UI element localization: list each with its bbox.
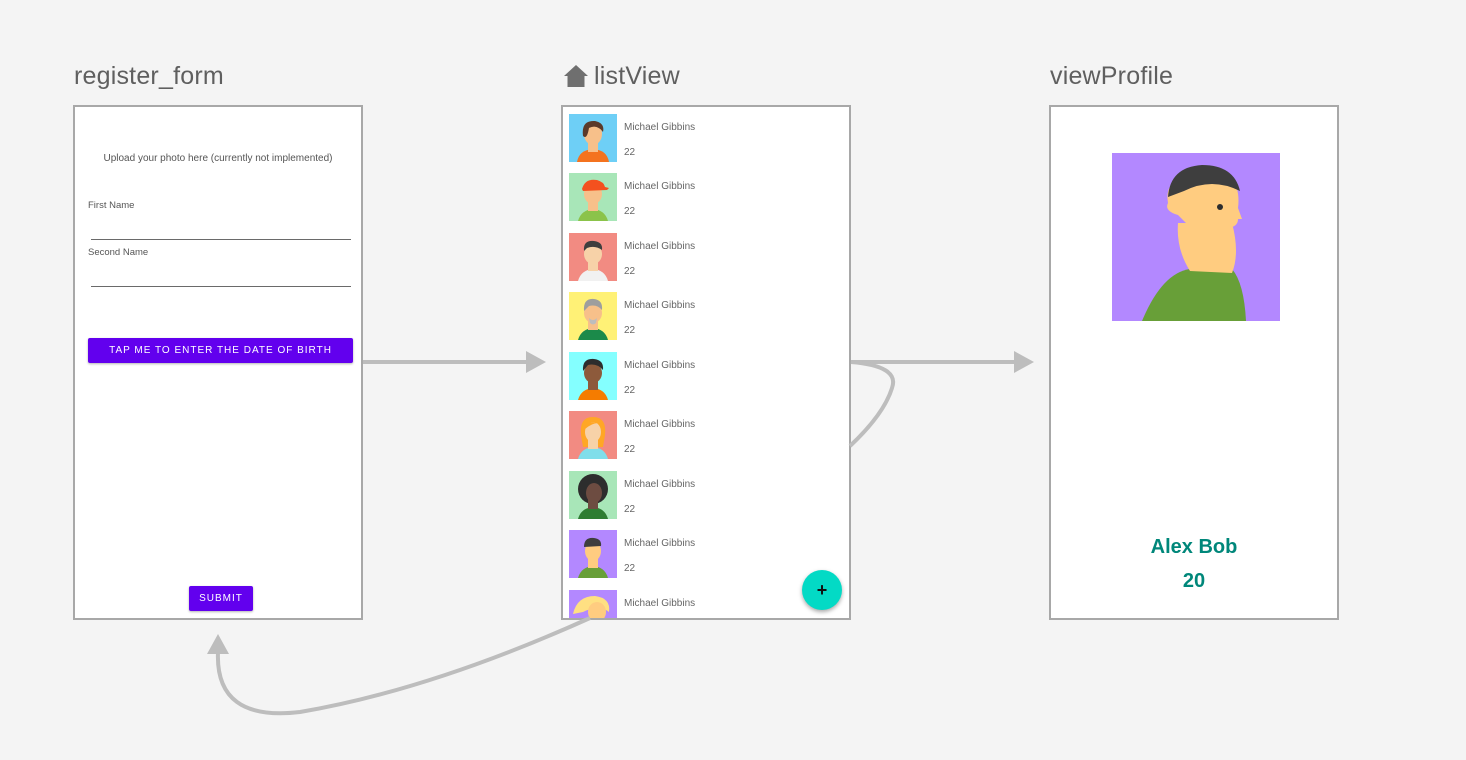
item-age: 22	[624, 266, 636, 277]
second-name-label: Second Name	[88, 247, 149, 258]
view-profile-frame[interactable]: Alex Bob 20	[1049, 105, 1339, 620]
register-form-title: register_form	[74, 62, 224, 90]
first-name-label: First Name	[88, 200, 135, 211]
list-item[interactable]: Michael Gibbins 22	[569, 233, 839, 283]
avatar-red-man-icon	[569, 233, 617, 281]
arrowhead-icon	[1014, 351, 1034, 373]
item-name: Michael Gibbins	[624, 360, 696, 371]
home-icon	[564, 65, 588, 87]
item-name: Michael Gibbins	[624, 122, 696, 133]
item-name: Michael Gibbins	[624, 181, 696, 192]
list-item[interactable]: Michael Gibbins 22	[569, 352, 839, 402]
list-item[interactable]: Michael Gibbins 22	[569, 292, 839, 342]
view-profile-title: viewProfile	[1050, 62, 1174, 90]
arrow-list-self-loop[interactable]	[848, 360, 896, 448]
avatar-green-cap-man-icon	[569, 173, 617, 221]
item-age: 22	[624, 563, 636, 574]
register-form-frame[interactable]: Upload your photo here (currently not im…	[73, 105, 363, 620]
second-name-field[interactable]	[91, 286, 351, 287]
list-view-title: listView	[594, 62, 680, 90]
item-age: 22	[624, 325, 636, 336]
list-view-frame[interactable]: Michael Gibbins 22 Michael Gibbins 22 Mi…	[561, 105, 851, 620]
profile-avatar-icon	[1112, 153, 1280, 321]
list-item[interactable]: Michael Gibbins 22	[569, 411, 839, 461]
list-item[interactable]: Michael Gibbins 22	[569, 471, 839, 521]
item-age: 22	[624, 147, 636, 158]
avatar-blue-woman-icon	[569, 114, 617, 162]
avatar-red-blonde-woman-icon	[569, 411, 617, 459]
item-age: 22	[624, 504, 636, 515]
item-name: Michael Gibbins	[624, 419, 696, 430]
upload-photo-text[interactable]: Upload your photo here (currently not im…	[103, 153, 333, 164]
profile-name: Alex Bob	[1150, 536, 1238, 558]
add-fab-button[interactable]: +	[802, 570, 842, 610]
item-name: Michael Gibbins	[624, 300, 696, 311]
item-name: Michael Gibbins	[624, 241, 696, 252]
list-item[interactable]: Michael Gibbins 22	[569, 114, 839, 164]
item-name: Michael Gibbins	[624, 479, 696, 490]
profile-age: 20	[1182, 570, 1206, 592]
avatar-green-woman-icon	[569, 471, 617, 519]
item-age: 22	[624, 206, 636, 217]
item-age: 22	[624, 444, 636, 455]
first-name-field[interactable]	[91, 239, 351, 240]
list-item[interactable]: Michael Gibbins 22	[569, 530, 839, 580]
list-item[interactable]: Michael Gibbins 22	[569, 173, 839, 223]
arrow-list-to-register[interactable]	[215, 616, 591, 716]
date-of-birth-button[interactable]: TAP ME TO ENTER THE DATE OF BIRTH	[88, 338, 353, 363]
item-age: 22	[624, 385, 636, 396]
avatar-cyan-man-icon	[569, 352, 617, 400]
item-name: Michael Gibbins	[624, 538, 696, 549]
submit-button[interactable]: SUBMIT	[189, 586, 253, 611]
avatar-purple-man-icon	[569, 530, 617, 578]
arrowhead-icon	[526, 351, 546, 373]
item-name: Michael Gibbins	[624, 598, 696, 609]
list-item[interactable]: Michael Gibbins	[569, 590, 839, 618]
avatar-yellow-old-man-icon	[569, 292, 617, 340]
avatar-purple-blonde-icon	[569, 590, 617, 618]
arrowhead-icon	[207, 634, 229, 654]
